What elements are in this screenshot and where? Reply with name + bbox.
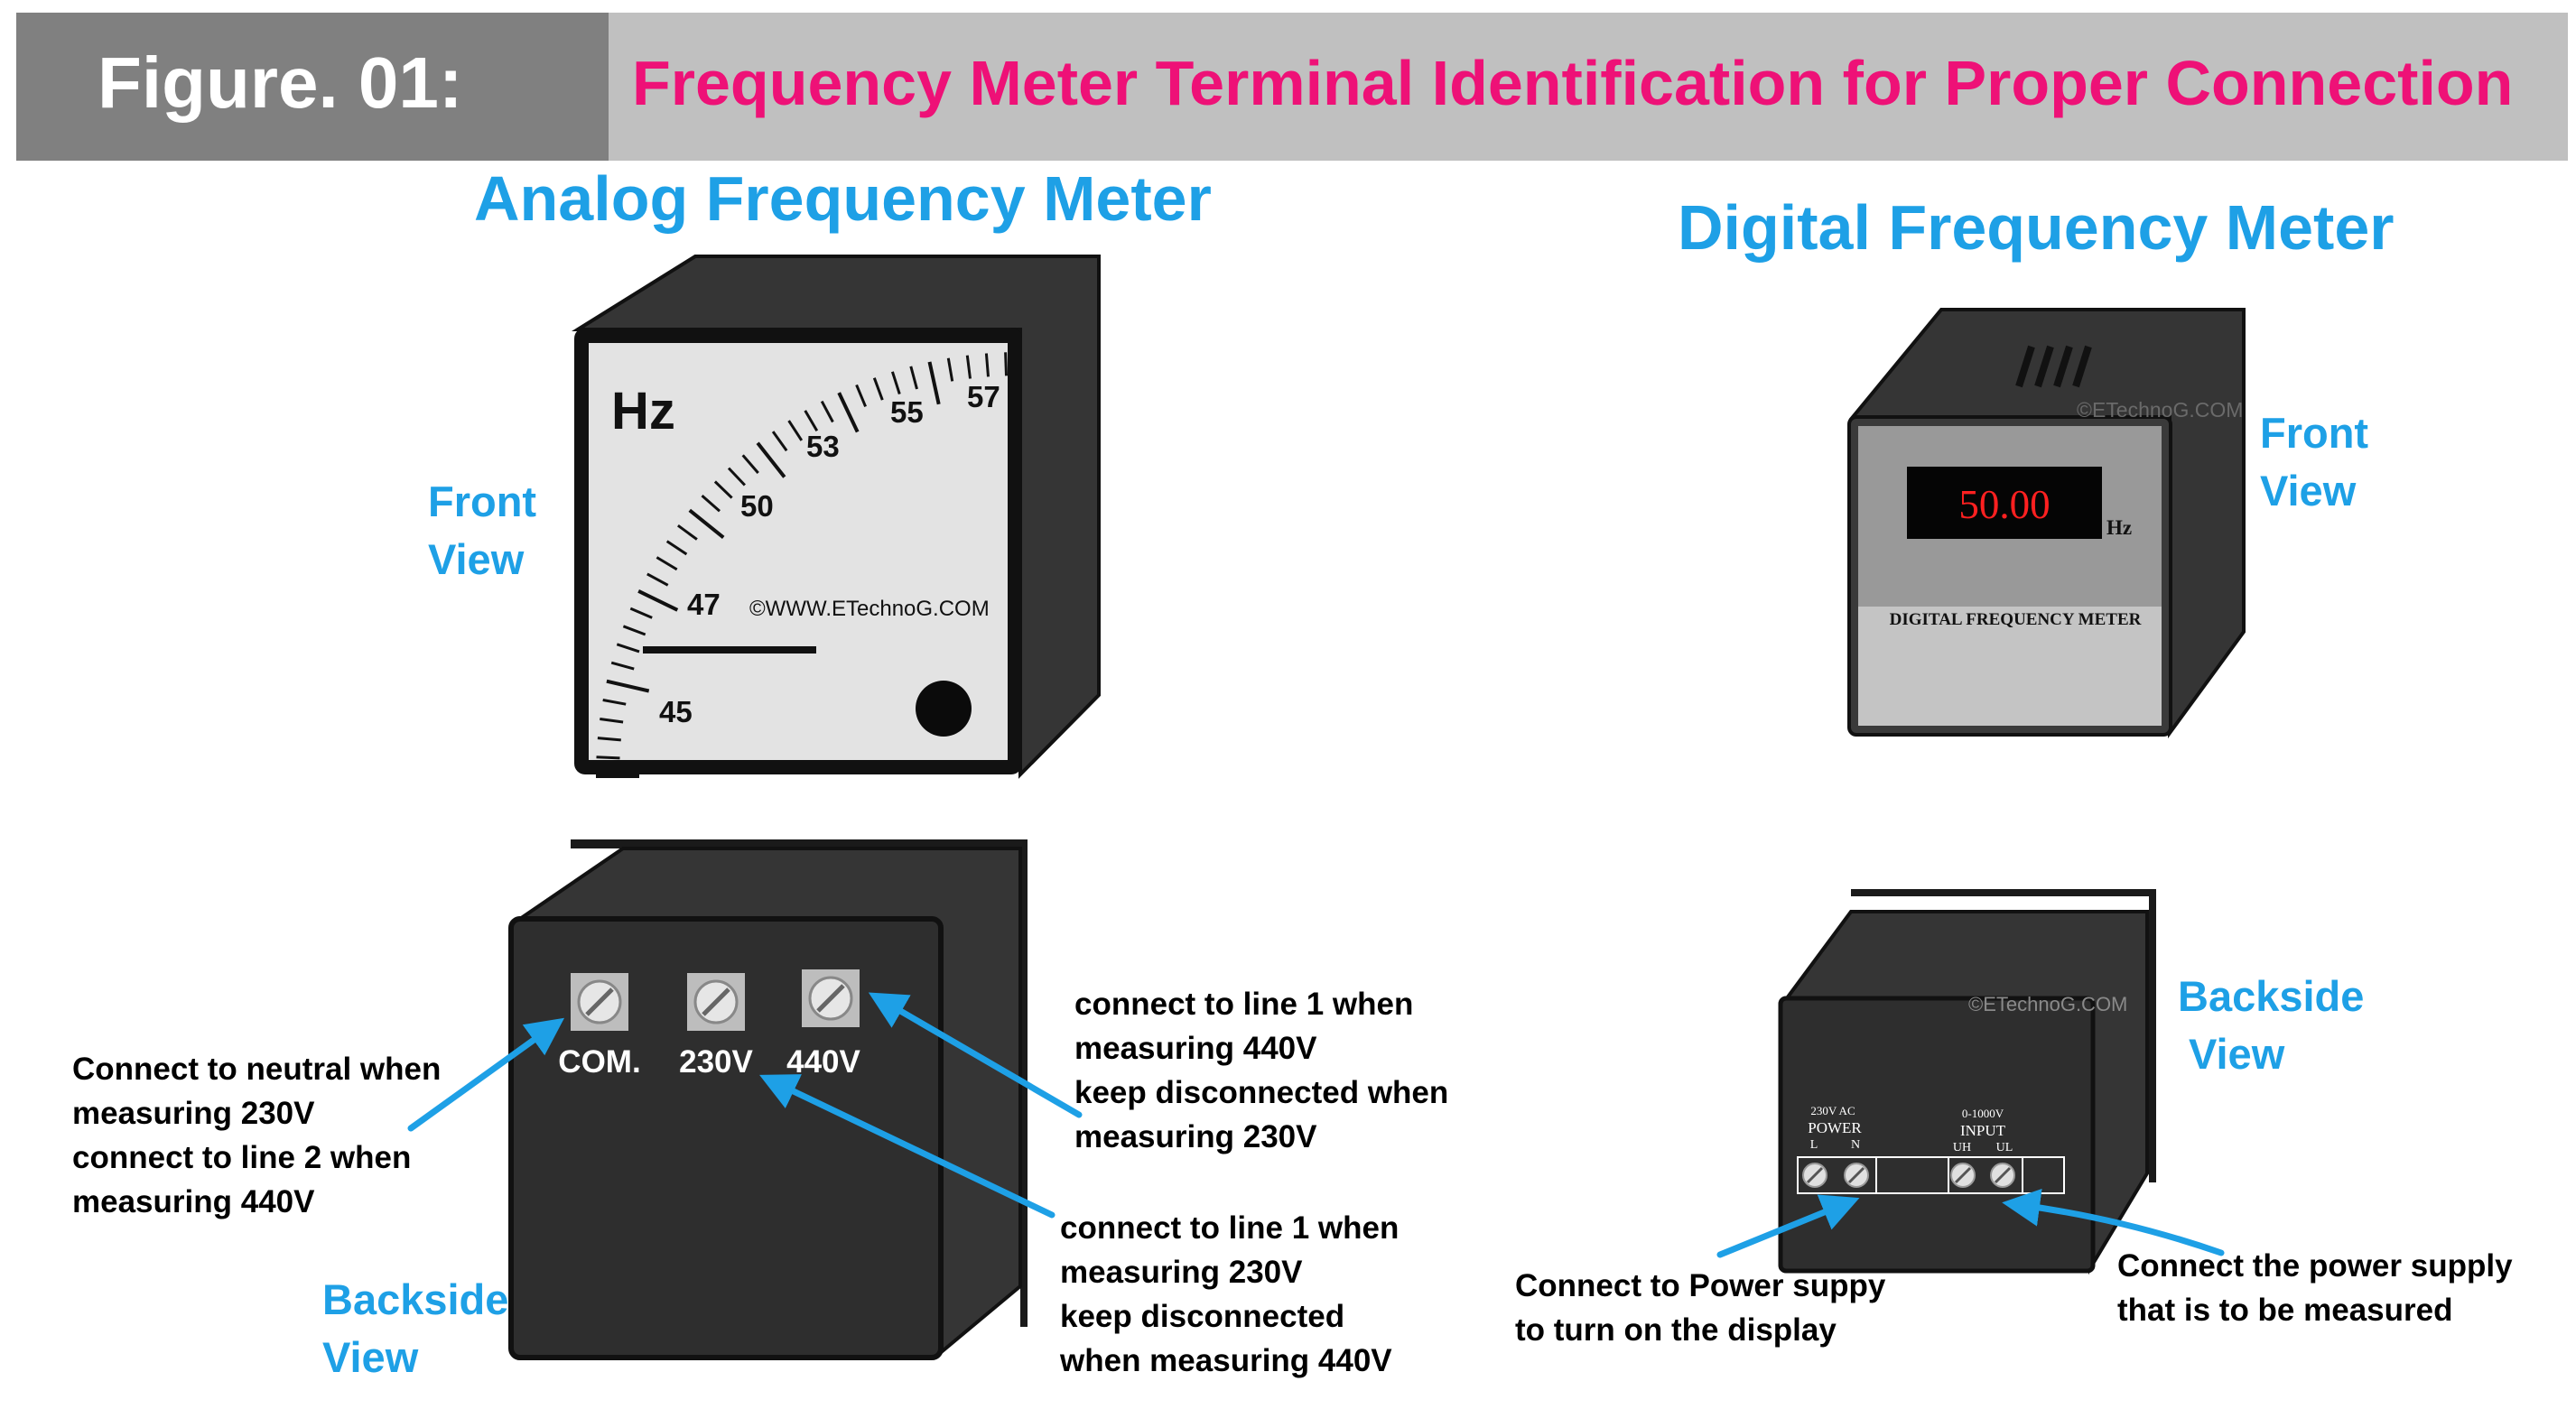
terminal-label-230v: 230V [679,1044,753,1080]
scale-tick [909,366,918,390]
v230-arrow [759,1074,1056,1219]
terminal-440v: 440V [786,969,861,1080]
scale-tick [965,355,972,379]
scale-ticks [596,352,1008,778]
digital-back-watermark: ©ETechnoG.COM [1968,993,2127,1015]
digital-front-watermark: ©ETechnoG.COM [2077,398,2243,422]
title-bar [609,13,2568,161]
scale-tick [606,679,650,693]
terminal-strip [1797,1156,2065,1194]
scale-label-45: 45 [659,695,693,728]
scale-tick [637,589,679,612]
scale-tick [837,392,860,433]
zero-adjust-knob [916,681,972,737]
display-unit: Hz [2106,516,2132,539]
scale-tick [646,572,669,587]
digital-meter-back: ©ETechnoG.COM 230V AC POWER L N 0-1000V … [1778,889,2156,1275]
power-screw-n [1844,1163,1869,1188]
input-screw-uh [1950,1163,1976,1188]
scale-tick [610,661,635,671]
terminal-com: COM. [558,973,641,1080]
scale-tick [688,508,725,539]
terminal-230v: 230V [679,973,754,1080]
analog-watermark: ©WWW.ETechnoG.COM [749,597,990,621]
scale-tick [872,377,884,401]
scale-tick [713,480,733,499]
display-value: 50.00 [1958,482,2050,527]
scale-tick [804,410,819,432]
scale-label-47: 47 [687,588,721,621]
scale-tick [596,755,620,760]
input-screw-ul [1990,1163,2015,1188]
figure-label-bar [16,13,609,161]
digital-display [1907,467,2102,539]
scale-tick [1004,352,1008,376]
terminal-label-440v: 440V [786,1044,860,1080]
vent-slots [2015,345,2092,388]
scale-tick [701,494,721,513]
power-pin-n: N [1851,1138,1860,1152]
figure-title: Frequency Meter Terminal Identification … [632,48,2514,118]
scale-tick [629,607,653,619]
scale-tick [665,540,688,556]
scale-tick [597,737,621,742]
scale-tick [600,718,624,724]
scale-tick [890,371,901,395]
v440-arrow [868,992,1083,1118]
scale-tick [677,524,698,541]
scale-tick [727,467,746,487]
digital-title: Digital Frequency Meter [1678,192,2395,263]
power-screw-l [1802,1163,1827,1188]
scale-tick [855,384,867,407]
input-arrow [2002,1188,2225,1256]
input-pin-ul: UL [1996,1141,2013,1154]
power-label: POWER [1808,1119,1862,1136]
scale-tick [616,643,640,654]
power-pin-l: L [1810,1138,1818,1152]
unit-label: Hz [611,382,675,440]
scale-tick [820,400,834,423]
analog-meter-back: COM. 230V 440V [508,839,1028,1360]
scale-tick [741,454,759,474]
scale-tick [656,556,678,571]
scale-label-50: 50 [740,489,774,523]
analog-meter-front: Hz 45 47 50 53 55 57 ©WWW.ETechnoG.COM [572,255,1101,779]
input-rating: 0-1000V [1962,1107,2004,1120]
power-arrow [1716,1194,1860,1258]
input-label: INPUT [1960,1122,2006,1139]
scale-label-55: 55 [890,395,924,429]
digital-meter-front: 50.00 Hz DIGITAL FREQUENCY METER ©ETechn… [1847,308,2246,739]
figure-label: Figure. 01: [98,42,463,123]
scale-tick [602,699,627,706]
scale-label-53: 53 [806,430,840,463]
scale-tick [927,361,941,405]
scale-tick [756,441,786,478]
com-arrow [407,1017,565,1132]
scale-label-57: 57 [967,380,1000,413]
terminal-label-com: COM. [558,1044,640,1080]
scale-tick [787,420,804,441]
scale-tick [984,353,990,377]
power-rating: 230V AC [1810,1104,1855,1117]
scale-tick [771,431,788,452]
scale-tick [946,357,954,382]
scale-tick [622,625,646,636]
panel-label: DIGITAL FREQUENCY METER [1890,610,2142,629]
analog-title: Analog Frequency Meter [474,163,1212,234]
input-pin-uh: UH [1953,1141,1971,1154]
